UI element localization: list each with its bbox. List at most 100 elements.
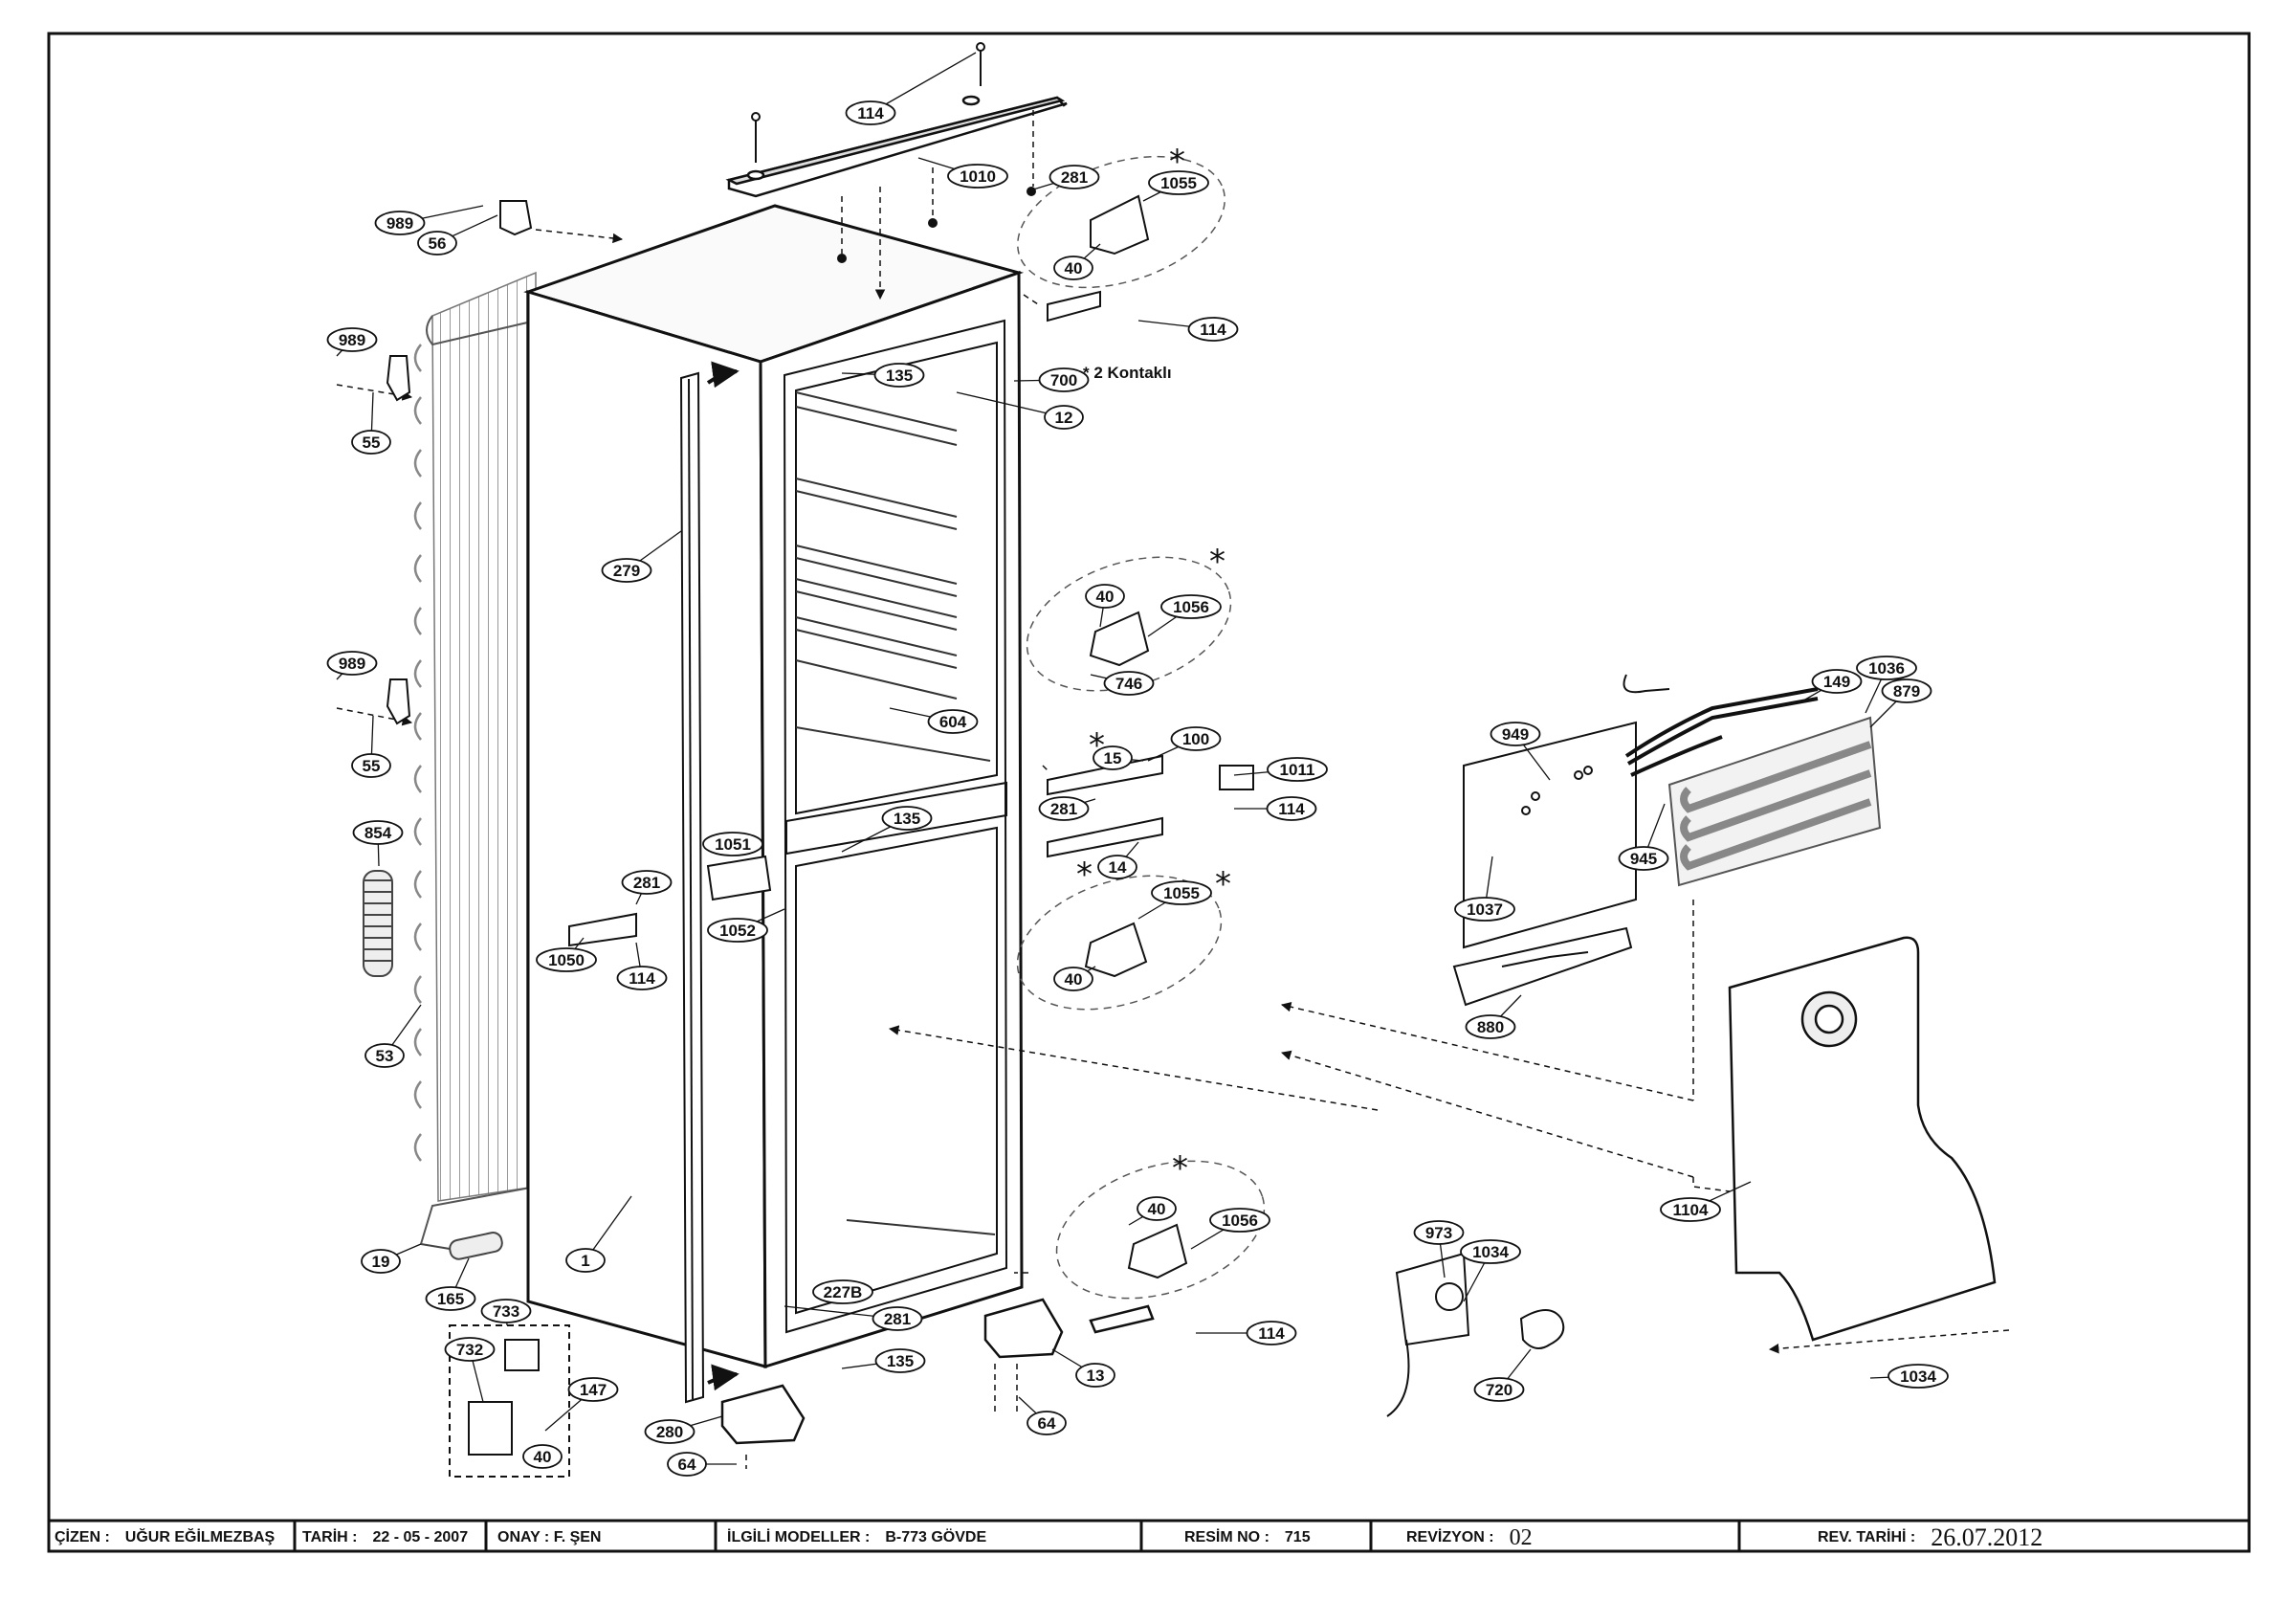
revizyon-label: REVİZYON : bbox=[1406, 1529, 1494, 1545]
part-number-label: 135 bbox=[887, 1352, 914, 1370]
part-callout: 1050 bbox=[536, 937, 597, 972]
part-number-label: 1051 bbox=[715, 835, 751, 854]
callout-bubble bbox=[1085, 584, 1125, 609]
top-cover-plate bbox=[725, 95, 1068, 198]
part-number-label: 279 bbox=[613, 562, 640, 580]
cizen-label: ÇİZEN : bbox=[55, 1529, 110, 1545]
part-callout: 989 bbox=[326, 327, 378, 357]
modeller-label: İLGİLİ MODELLER : bbox=[727, 1529, 871, 1545]
callout-bubble bbox=[1044, 405, 1084, 430]
part-number-label: 1104 bbox=[1673, 1201, 1709, 1219]
callout-leader bbox=[870, 52, 977, 114]
callout-bubble bbox=[480, 1299, 532, 1323]
asterisk-mark: * bbox=[1209, 543, 1225, 581]
callout-bubble bbox=[1075, 1363, 1115, 1388]
callout-bubble bbox=[1148, 170, 1209, 195]
part-number-label: 14 bbox=[1109, 858, 1127, 877]
part-number-label: 114 bbox=[857, 104, 884, 122]
part-callout: 281 bbox=[1038, 796, 1096, 821]
part-number-label: 879 bbox=[1893, 682, 1920, 700]
door-gasket-strip bbox=[679, 371, 705, 1404]
part-number-label: 55 bbox=[363, 757, 381, 775]
callout-bubble bbox=[1053, 256, 1093, 280]
callout-bubble bbox=[812, 1279, 873, 1304]
part-callout: 879 bbox=[1869, 678, 1932, 728]
flow-arrows bbox=[745, 900, 2010, 1469]
part-callout: 1051 bbox=[702, 832, 763, 856]
part-callout: 40 bbox=[1053, 243, 1101, 280]
part-callout: 13 bbox=[1051, 1348, 1115, 1388]
part-number-label: 700 bbox=[1050, 371, 1077, 389]
part-number-label: 604 bbox=[939, 713, 967, 731]
callout-bubble bbox=[1660, 1197, 1721, 1222]
part-number-label: 281 bbox=[633, 874, 660, 892]
callout-bubble bbox=[351, 430, 391, 455]
part-callout: 1052 bbox=[707, 908, 785, 943]
part-callout: 973 bbox=[1413, 1220, 1465, 1278]
tarih-label: TARİH : bbox=[302, 1529, 358, 1545]
part-number-label: 165 bbox=[437, 1290, 464, 1308]
part-number-label: 720 bbox=[1486, 1381, 1512, 1399]
part-number-label: 854 bbox=[364, 824, 392, 842]
part-number-label: 1011 bbox=[1280, 761, 1315, 779]
part-callout: 147 bbox=[544, 1377, 619, 1432]
title-tarih: TARİH : 22 - 05 - 2007 bbox=[302, 1521, 468, 1555]
drain-spring bbox=[363, 870, 393, 977]
kontakli-note: * 2 Kontaklı bbox=[1083, 364, 1172, 382]
callout-bubble bbox=[1266, 796, 1317, 821]
rear-duct-cover bbox=[1728, 936, 1997, 1342]
callout-bubble bbox=[1103, 671, 1155, 696]
part-number-label: 40 bbox=[534, 1448, 552, 1466]
part-callout: 949 bbox=[1490, 722, 1551, 781]
part-number-label: 281 bbox=[1061, 168, 1088, 187]
part-number-label: 135 bbox=[894, 810, 920, 828]
part-callout: 64 bbox=[1018, 1396, 1067, 1435]
callout-bubble bbox=[1267, 757, 1328, 782]
part-number-label: 989 bbox=[386, 214, 413, 233]
part-number-label: 40 bbox=[1065, 970, 1083, 989]
part-callout: 1037 bbox=[1454, 856, 1515, 922]
part-callout: 135 bbox=[841, 1348, 926, 1373]
part-number-label: 114 bbox=[1258, 1324, 1285, 1343]
part-number-label: 1 bbox=[581, 1252, 589, 1270]
part-number-label: 1055 bbox=[1160, 174, 1197, 192]
evaporator-tubes bbox=[1624, 687, 1819, 777]
callout-bubble bbox=[1027, 1411, 1067, 1435]
evaporator-coil bbox=[1667, 716, 1882, 887]
part-callout: 114 bbox=[1234, 796, 1317, 821]
callout-bubble bbox=[1038, 367, 1090, 392]
revizyon-value: 02 bbox=[1509, 1524, 1533, 1550]
part-callout: 989 bbox=[374, 205, 484, 235]
callout-bubble bbox=[1038, 796, 1090, 821]
asterisk-mark: * bbox=[1215, 865, 1231, 903]
callout-bubble bbox=[536, 947, 597, 972]
part-callout: 227B bbox=[812, 1279, 873, 1304]
callout-bubble bbox=[1454, 897, 1515, 922]
callout-bubble bbox=[1413, 1220, 1465, 1245]
part-callout: 1036 bbox=[1856, 656, 1917, 714]
part-callout: 14 bbox=[1097, 841, 1139, 879]
evaporator-panel bbox=[1463, 721, 1637, 949]
part-number-label: 281 bbox=[1050, 800, 1077, 818]
callout-bubble bbox=[522, 1444, 563, 1469]
condenser-coil bbox=[413, 271, 537, 1245]
part-number-label: 1056 bbox=[1173, 598, 1209, 616]
part-number-label: 56 bbox=[429, 234, 447, 253]
part-number-label: 733 bbox=[493, 1302, 519, 1321]
callout-bubble bbox=[1856, 656, 1917, 680]
part-callout: 40 bbox=[1128, 1196, 1177, 1226]
callout-bubble bbox=[874, 1348, 926, 1373]
callout-bubble bbox=[702, 832, 763, 856]
callout-bubble bbox=[565, 1248, 606, 1273]
part-number-label: 1010 bbox=[960, 167, 996, 186]
part-callout: 40 bbox=[522, 1444, 563, 1469]
tarih-value: 22 - 05 - 2007 bbox=[372, 1529, 469, 1545]
callout-bubble bbox=[1209, 1208, 1270, 1233]
callout-bubble bbox=[601, 558, 652, 583]
part-callout: 880 bbox=[1465, 994, 1522, 1039]
part-callout: 281 bbox=[784, 1305, 923, 1331]
callout-bubble bbox=[567, 1377, 619, 1402]
rev-tarihi-value: 26.07.2012 bbox=[1931, 1523, 2043, 1551]
part-callout: 40 bbox=[1053, 966, 1096, 991]
